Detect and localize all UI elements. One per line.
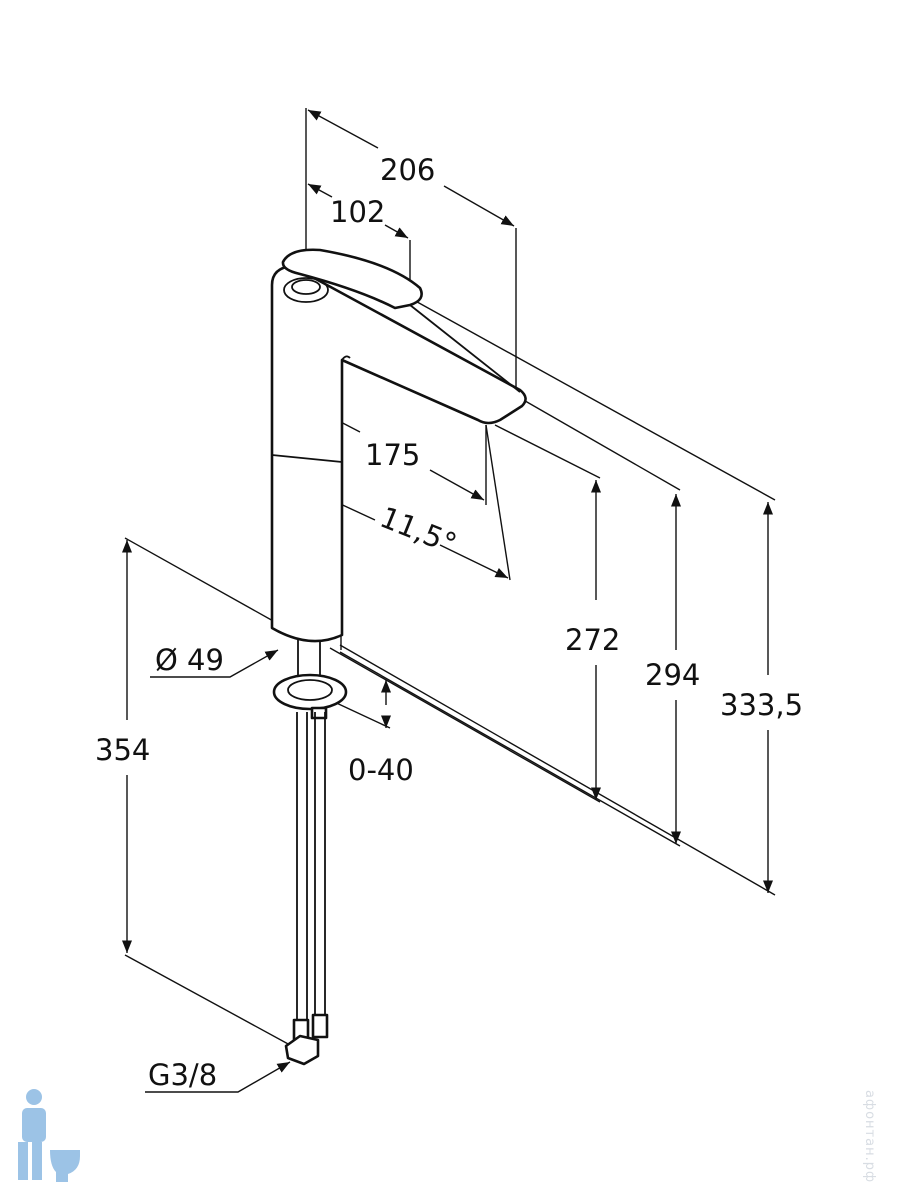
dim-175: 175	[365, 438, 420, 472]
dim-206: 206	[380, 153, 435, 187]
watermark-text: афонтан.рф	[862, 1090, 877, 1184]
dim-354: 354	[95, 733, 150, 767]
plumber-logo	[18, 1089, 80, 1182]
dim-deck-thickness: 0-40	[348, 753, 414, 787]
dim-333-5: 333,5	[720, 688, 803, 722]
mounting-hardware	[272, 640, 348, 1066]
dim-102: 102	[330, 195, 385, 229]
dim-thread: G3/8	[148, 1058, 217, 1092]
faucet-body	[270, 248, 527, 643]
extension-lines	[124, 108, 776, 1046]
dim-272: 272	[565, 623, 620, 657]
dim-angle: 11,5°	[375, 500, 461, 561]
dimension-lines	[121, 109, 774, 1093]
dim-diameter: Ø 49	[155, 643, 224, 677]
dim-294: 294	[645, 658, 700, 692]
